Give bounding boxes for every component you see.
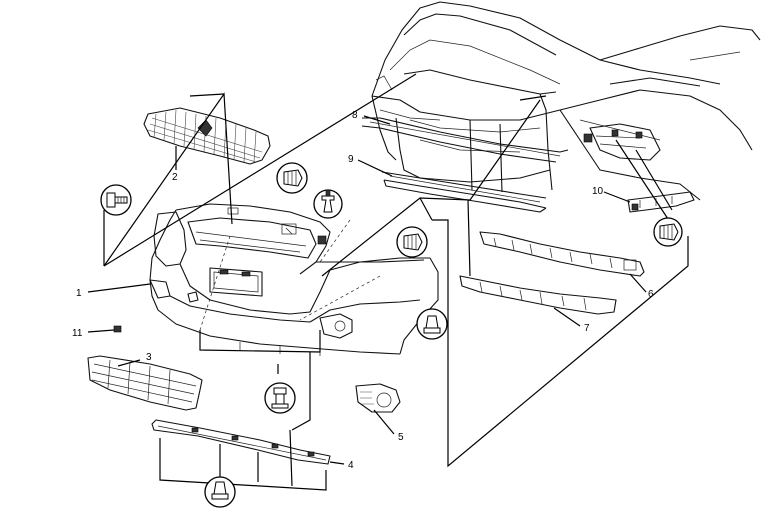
callout-10: 10 — [592, 186, 604, 197]
clip-icon-middle — [396, 226, 428, 258]
callout-leaders — [87, 115, 647, 465]
nut-icon-bottom — [204, 476, 236, 508]
upper-grille-part-2 — [143, 107, 271, 165]
callout-6: 6 — [648, 289, 654, 300]
clip-icon-upper — [276, 162, 308, 194]
upper-reinforcement-part-8 — [361, 117, 569, 163]
bolt-icon-lower — [264, 382, 296, 414]
bracket-part-10 — [627, 191, 695, 213]
energy-absorber-part-6 — [479, 231, 645, 277]
callout-7: 7 — [584, 323, 590, 334]
nut-icon-right — [416, 308, 448, 340]
callout-5: 5 — [398, 432, 404, 443]
callout-2: 2 — [172, 172, 178, 183]
bumper-beam-part-9 — [381, 171, 547, 213]
lower-grille-part-3 — [87, 355, 203, 411]
fog-lamp-cover-part-5 — [355, 383, 401, 413]
lower-strip-part-4 — [151, 419, 331, 465]
callout-3: 3 — [146, 352, 152, 363]
front-bumper-cover-part-1 — [149, 203, 439, 356]
callout-4: 4 — [348, 460, 354, 471]
callout-8: 8 — [352, 110, 358, 121]
clip-icon-right — [653, 217, 683, 247]
explosion-guide-lines — [103, 73, 689, 491]
callout-11: 11 — [72, 328, 83, 339]
callout-9: 9 — [348, 154, 354, 165]
screw-icon-left — [100, 184, 132, 216]
callout-1: 1 — [76, 288, 82, 299]
clip-part-11 — [113, 325, 122, 333]
vehicle-body-structure — [371, 1, 761, 201]
push-pin-icon — [313, 189, 343, 219]
energy-absorber-part-7 — [459, 275, 617, 315]
